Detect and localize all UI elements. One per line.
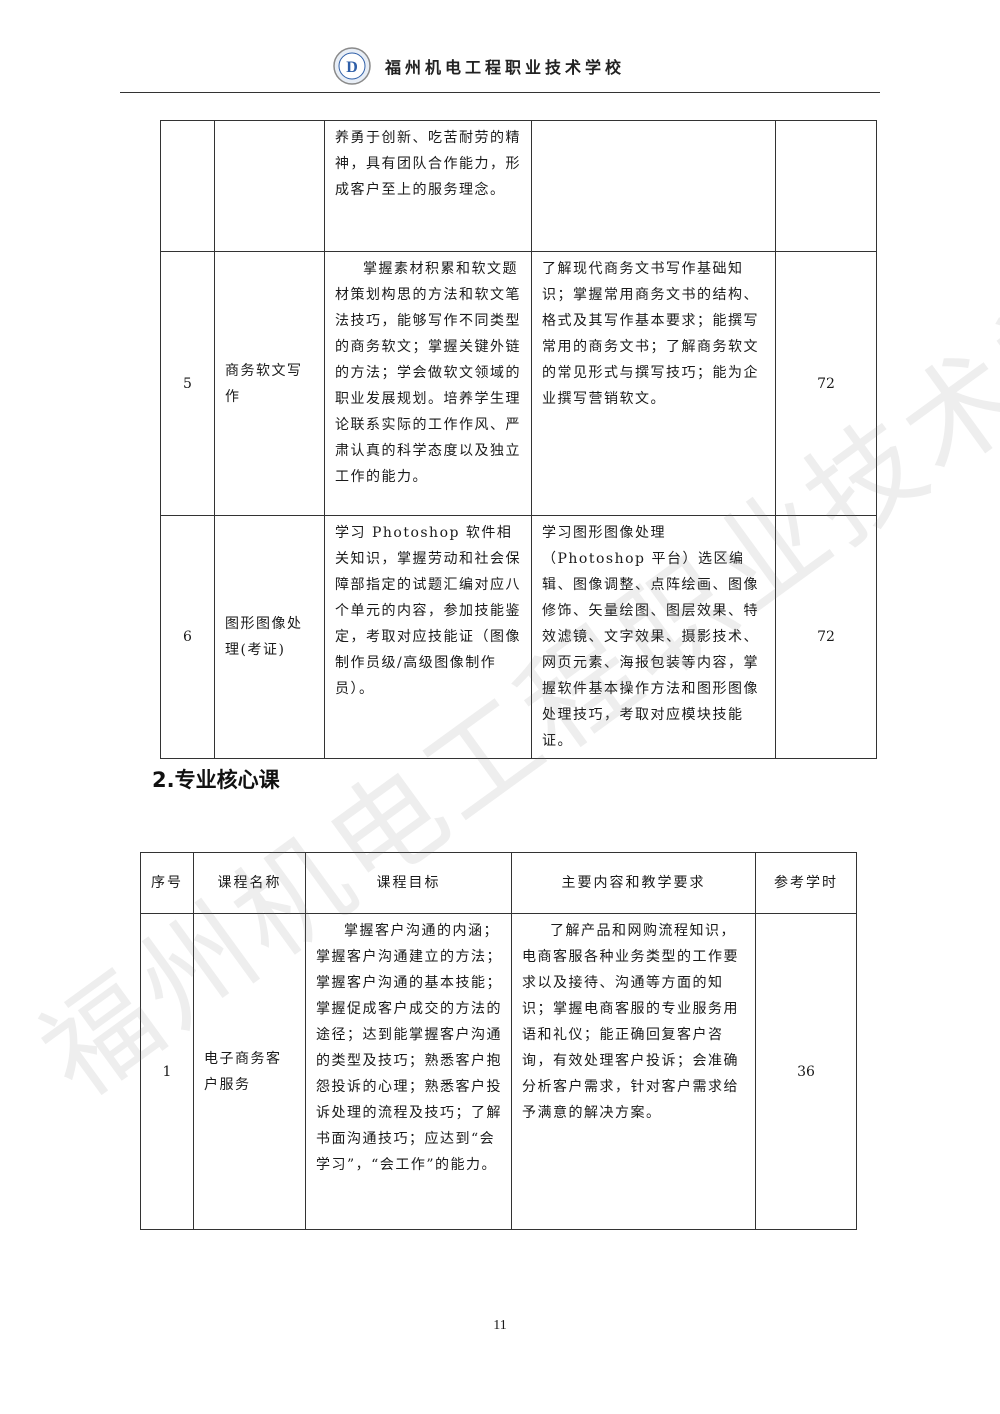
course-goal: 养勇于创新、吃苦耐劳的精神，具有团队合作能力，形成客户至上的服务理念。: [324, 120, 532, 252]
school-logo-icon: D: [333, 47, 371, 85]
course-content: 学习图形图像处理（Photoshop 平台）选区编辑、图像调整、点阵绘画、图像修…: [531, 515, 776, 759]
header-name: 课程名称: [193, 852, 306, 914]
table-row: 养勇于创新、吃苦耐劳的精神，具有团队合作能力，形成客户至上的服务理念。: [160, 120, 877, 252]
row-number: 6: [160, 515, 215, 759]
header-goal: 课程目标: [305, 852, 512, 914]
section-title: 2.专业核心课: [152, 768, 280, 792]
table-row: 5 商务软文写作 掌握素材积累和软文题材策划构思的方法和软文笔法技巧，能够写作不…: [160, 251, 877, 516]
row-number: 1: [140, 913, 194, 1230]
course-table-continued: 养勇于创新、吃苦耐劳的精神，具有团队合作能力，形成客户至上的服务理念。 5 商务…: [160, 120, 877, 759]
course-hours: 72: [775, 515, 877, 759]
school-name: 福州机电工程职业技术学校: [385, 58, 626, 77]
course-name: 图形图像处理(考证): [214, 515, 325, 759]
course-name: [214, 120, 325, 252]
row-number: [160, 120, 215, 252]
course-goal: 掌握客户沟通的内涵；掌握客户沟通建立的方法；掌握客户沟通的基本技能；掌握促成客户…: [305, 913, 512, 1230]
course-hours: [775, 120, 877, 252]
course-content: [531, 120, 776, 252]
row-number: 5: [160, 251, 215, 516]
course-name: 电子商务客户服务: [193, 913, 306, 1230]
course-goal: 学习 Photoshop 软件相关知识，掌握劳动和社会保障部指定的试题汇编对应八…: [324, 515, 532, 759]
course-content: 了解现代商务文书写作基础知识；掌握常用商务文书的结构、格式及其写作基本要求；能撰…: [531, 251, 776, 516]
header-no: 序号: [140, 852, 194, 914]
table-row: 1 电子商务客户服务 掌握客户沟通的内涵；掌握客户沟通建立的方法；掌握客户沟通的…: [140, 913, 857, 1230]
course-goal: 掌握素材积累和软文题材策划构思的方法和软文笔法技巧，能够写作不同类型的商务软文；…: [324, 251, 532, 516]
table-row: 6 图形图像处理(考证) 学习 Photoshop 软件相关知识，掌握劳动和社会…: [160, 515, 877, 759]
table-header-row: 序号 课程名称 课程目标 主要内容和教学要求 参考学时: [140, 852, 857, 914]
course-hours: 36: [755, 913, 857, 1230]
svg-text:D: D: [346, 59, 358, 76]
course-hours: 72: [775, 251, 877, 516]
header-hours: 参考学时: [755, 852, 857, 914]
header-content: 主要内容和教学要求: [511, 852, 756, 914]
course-content: 了解产品和网购流程知识，电商客服各种业务类型的工作要求以及接待、沟通等方面的知识…: [511, 913, 756, 1230]
course-name: 商务软文写作: [214, 251, 325, 516]
page-number: 11: [493, 1318, 507, 1333]
core-course-table: 序号 课程名称 课程目标 主要内容和教学要求 参考学时 1 电子商务客户服务 掌…: [140, 852, 857, 1230]
page-header: D 福州机电工程职业技术学校: [120, 40, 880, 93]
